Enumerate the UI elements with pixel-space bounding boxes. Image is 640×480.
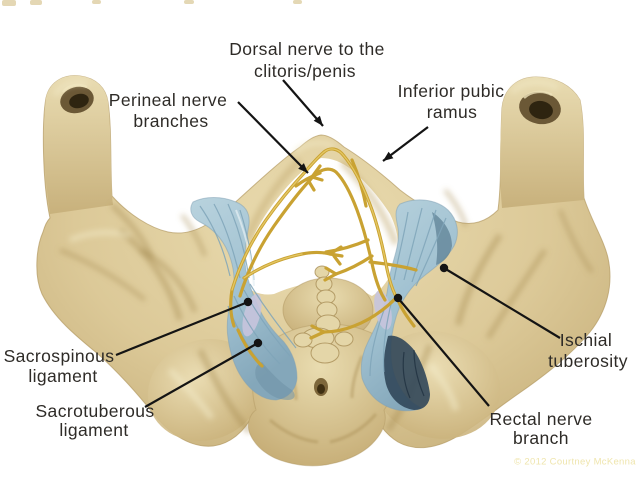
label-sacrotuberous-line2: ligament [59,420,128,440]
nerve-twig [310,324,326,334]
bone-highlights [52,79,560,420]
right-lateral-branch [368,260,418,272]
right-ligament-dark-fibers [402,349,425,399]
right-stump-hole [519,90,561,125]
label-dorsal-nerve-line1: Dorsal nerve to the [229,39,384,59]
label-ischial-tuberosity-line2: tuberosity [548,351,628,371]
nerve-core-highlights [231,148,399,301]
nerve-twig [310,175,324,182]
leader-ends [243,115,449,348]
nerve-twig [306,178,316,192]
pelvis-bone [36,75,611,467]
left-stump [43,75,114,214]
label-perineal-nerve-line2: branches [133,111,208,131]
left-ligament-dark-tip [255,362,295,400]
nerve-twig [332,254,342,266]
labels: Dorsal nerve to the clitoris/penis Perin… [4,39,628,448]
nerve-twig [324,266,338,276]
label-ischial-tuberosity-line1: Ischial [560,330,612,350]
leader-sacrotuberous [144,342,259,408]
sacral-hiatus-inner [317,384,325,394]
right-nerve-lower [396,298,416,328]
label-inferior-pubic-ramus-line2: ramus [427,102,478,122]
nerve-twig [310,164,322,179]
leader-dorsal-nerve [282,79,324,127]
pelvic-outlet [242,158,399,296]
top-edge-artifacts [2,0,302,6]
left-stump-hole [60,83,94,114]
label-perineal-nerve-line1: Perineal nerve [109,90,227,110]
perineal-twigs [294,171,322,188]
right-nerve-trunk-2 [308,167,387,302]
label-inferior-pubic-ramus-line1: Inferior pubic [398,81,505,101]
label-sacrospinous-line2: ligament [28,366,97,386]
left-ligament-lavender [242,293,262,337]
leader-ischial-tuberosity [443,267,561,339]
rectal-branch [322,296,398,334]
dot-ischial [439,263,449,273]
right-center-branch [324,238,370,254]
dot-rectal [393,293,403,303]
arrow-perineal [298,163,308,173]
nerve-twig [309,330,326,340]
right-center-branch-2 [334,254,374,276]
arrow-dorsal [313,115,323,126]
arrow-ramus [383,151,394,161]
leader-perineal-nerve [237,101,309,174]
leader-rectal-nerve [397,297,490,407]
nerve-twig [323,272,338,282]
nerve-twig [328,252,344,258]
label-rectal-nerve-line1: Rectal nerve [489,409,592,429]
arch-inner-shading [243,157,400,246]
right-ligament-fibers [369,207,447,377]
leader-sacrospinous [115,300,249,357]
label-dorsal-nerve-line2: clitoris/penis [254,61,356,81]
copyright-text: © 2012 Courtney McKenna [514,457,636,468]
dot-sacrotuberous [253,338,263,348]
label-rectal-nerve-line2: branch [513,428,569,448]
left-ligament-complex [190,197,298,401]
right-ligament-complex [360,199,458,412]
label-sacrospinous-line1: Sacrospinous [4,346,115,366]
right-ligament-dark-top [432,212,452,265]
label-sacrotuberous-line1: Sacrotuberous [35,401,154,421]
dot-sacrospinous [243,297,253,307]
right-ligament-dark-bottom [383,335,430,410]
